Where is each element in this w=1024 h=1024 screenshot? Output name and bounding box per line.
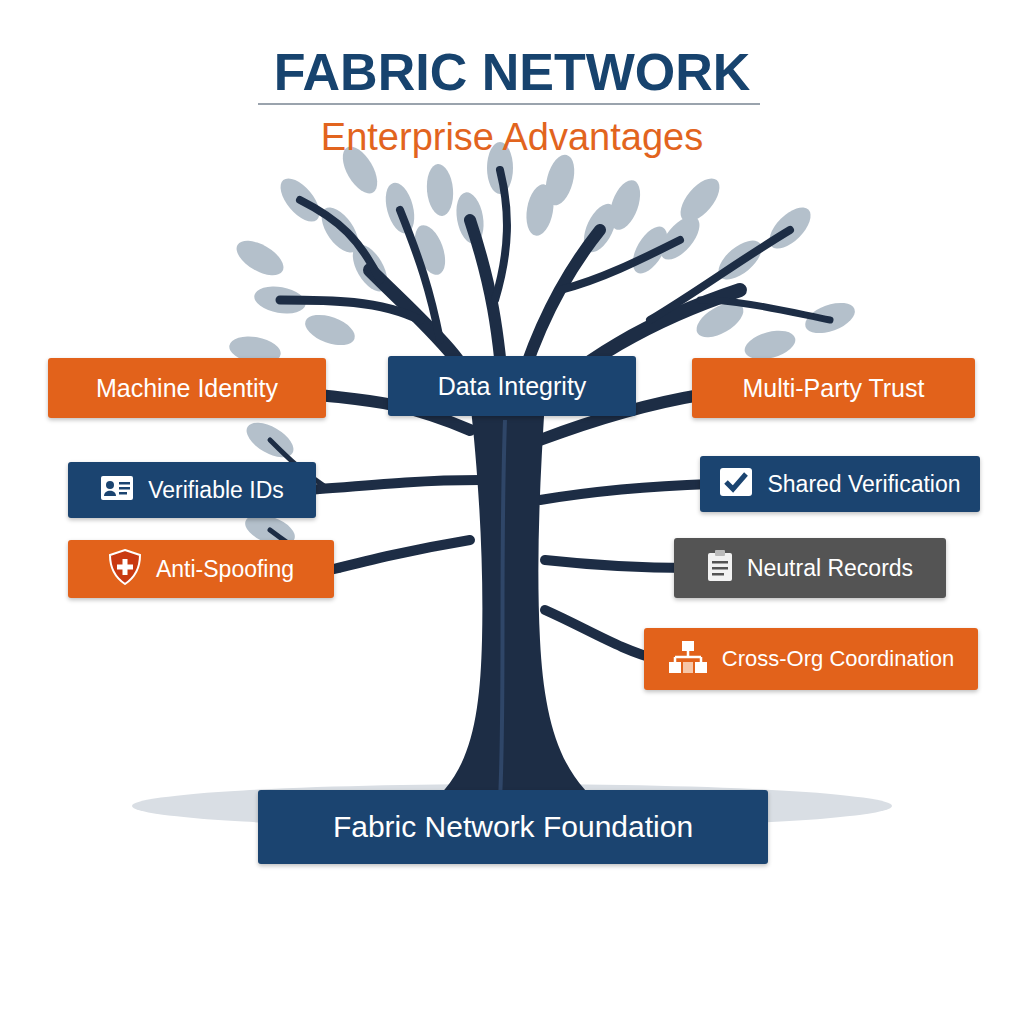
box-label: Shared Verification: [767, 471, 960, 498]
feature-box: Cross-Org Coordination: [644, 628, 978, 690]
pillar-box: Multi-Party Trust: [692, 358, 975, 418]
foundation-box: Fabric Network Foundation: [258, 790, 768, 864]
feature-box: Shared Verification: [700, 456, 980, 512]
subtitle: Enterprise Advantages: [0, 116, 1024, 159]
main-title: FABRIC NETWORK: [0, 42, 1024, 102]
box-icon: [707, 550, 733, 586]
leaf: [541, 152, 580, 209]
leaf: [673, 172, 726, 229]
box-label: Neutral Records: [747, 555, 913, 582]
tree-trunk: [420, 400, 610, 810]
title-rule: [258, 103, 760, 105]
box-icon: [100, 475, 134, 505]
box-label: Fabric Network Foundation: [333, 810, 693, 844]
leaf: [425, 163, 455, 217]
leaf: [231, 234, 289, 283]
box-label: Machine Identity: [96, 374, 278, 403]
box-icon: [108, 549, 142, 589]
box-label: Verifiable IDs: [148, 477, 284, 504]
feature-box: Verifiable IDs: [68, 462, 316, 518]
feature-box: Neutral Records: [674, 538, 946, 598]
box-icon: [668, 640, 708, 678]
box-label: Anti-Spoofing: [156, 556, 294, 583]
box-label: Multi-Party Trust: [743, 374, 925, 403]
leaf: [301, 309, 359, 351]
box-label: Data Integrity: [438, 372, 587, 401]
pillar-box: Data Integrity: [388, 356, 636, 416]
leaf: [604, 176, 646, 234]
pillar-box: Machine Identity: [48, 358, 326, 418]
trunk-highlight: [500, 420, 505, 800]
feature-box: Anti-Spoofing: [68, 540, 334, 598]
box-icon: [719, 467, 753, 501]
box-label: Cross-Org Coordination: [722, 646, 954, 672]
